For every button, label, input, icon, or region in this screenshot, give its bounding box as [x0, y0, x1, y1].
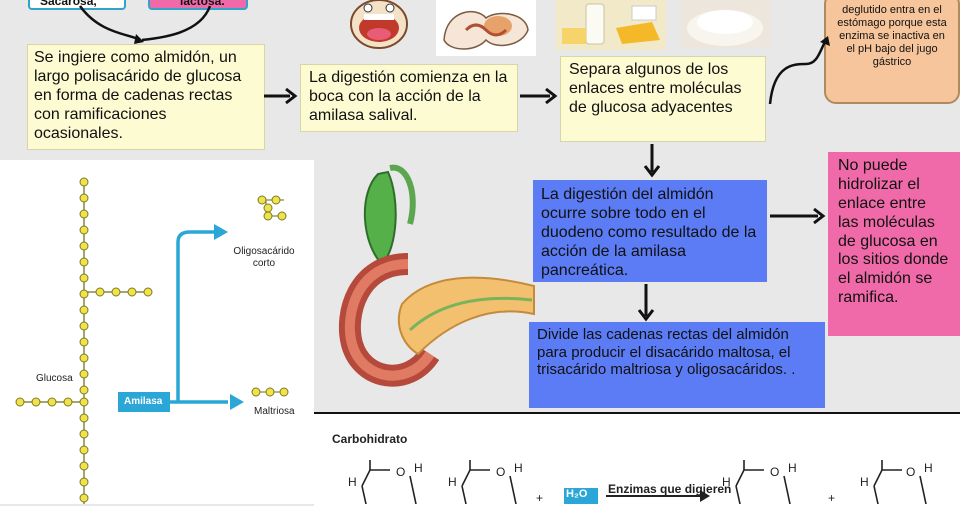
svg-text:O: O	[770, 465, 779, 479]
water-label: H₂O	[566, 488, 587, 500]
svg-text:H: H	[514, 461, 523, 475]
svg-text:H: H	[860, 475, 869, 489]
svg-text:+: +	[536, 491, 543, 504]
bond-cleavage-text: Separa algunos de los enlaces entre molé…	[569, 61, 742, 116]
svg-text:H: H	[414, 461, 423, 475]
starch-intake-text: Se ingiere como almidón, un largo polisa…	[34, 49, 241, 142]
svg-text:O: O	[496, 465, 505, 479]
branch-point-box: No puede hidrolizar el enlace entre las …	[828, 152, 960, 336]
svg-text:H: H	[924, 461, 933, 475]
sugar-illustration	[680, 0, 770, 48]
svg-text:H: H	[348, 475, 357, 489]
oligosacarido-label: Oligosacárido corto	[232, 246, 296, 270]
maltose-production-box: Divide las cadenas rectas del almidón pa…	[529, 322, 825, 408]
svg-text:O: O	[906, 465, 915, 479]
mouth-illustration	[344, 0, 414, 56]
pancreatic-amylase-box: La digestión del almidón ocurre sobre to…	[533, 180, 767, 282]
svg-text:H: H	[788, 461, 797, 475]
stomach-note-text: deglutido entra en el estómago porque es…	[837, 4, 946, 68]
arrow-to-stomach-note	[764, 34, 834, 108]
stomach-note-box: deglutido entra en el estómago porque es…	[824, 0, 960, 104]
arrow-to-mouth-box	[262, 86, 298, 106]
arrow-to-bond-box	[518, 86, 558, 106]
enzymes-label: Enzimas que digieren	[608, 482, 731, 496]
digestive-system-illustration	[436, 0, 536, 56]
dairy-products-illustration	[556, 0, 666, 50]
svg-text:O: O	[396, 465, 405, 479]
salivary-amylase-text: La digestión comienza en la boca con la …	[309, 69, 507, 124]
arrow-to-duodenum-box	[642, 142, 662, 178]
maltriosa-label: Maltriosa	[254, 406, 295, 417]
starch-intake-box: Se ingiere como almidón, un largo polisa…	[27, 44, 265, 150]
salivary-amylase-box: La digestión comienza en la boca con la …	[300, 64, 518, 132]
amylase-branching-diagram	[0, 160, 314, 504]
carbohidrato-title: Carbohidrato	[332, 432, 407, 446]
amilasa-label: Amilasa	[124, 396, 162, 407]
arrow-to-branch-note	[768, 206, 826, 226]
pancreatic-amylase-text: La digestión del almidón ocurre sobre to…	[541, 186, 756, 279]
glucosa-label: Glucosa	[36, 373, 73, 384]
maltose-production-text: Divide las cadenas rectas del almidón pa…	[537, 326, 795, 378]
carbohydrate-reaction-structures: H O H H O H + + H O H H O H	[340, 452, 960, 504]
pancreas-duodenum-illustration	[338, 154, 538, 394]
branch-point-text: No puede hidrolizar el enlace entre las …	[838, 157, 948, 306]
arrow-to-maltose-box	[636, 282, 656, 322]
svg-text:H: H	[448, 475, 457, 489]
bond-cleavage-box: Separa algunos de los enlaces entre molé…	[560, 56, 766, 142]
tag-connector-arrows	[60, 4, 220, 48]
svg-text:+: +	[828, 491, 835, 504]
